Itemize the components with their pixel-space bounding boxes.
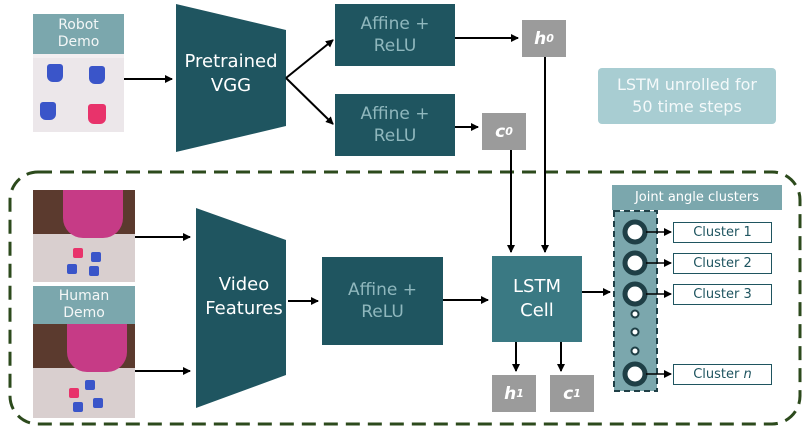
blue-cup bbox=[40, 102, 56, 120]
vgg-block bbox=[176, 4, 286, 152]
video-features-label: Video Features bbox=[205, 274, 283, 319]
arrow-vgg-to-affine-h bbox=[285, 39, 334, 79]
cluster-2-box: Cluster 2 bbox=[673, 253, 772, 274]
arrow-vgg-to-affine-c bbox=[285, 77, 334, 125]
cluster-ellipsis-dot bbox=[630, 346, 640, 356]
blue-cup bbox=[47, 64, 63, 82]
affine-relu-c: Affine +ReLU bbox=[335, 94, 455, 156]
cluster-node-n bbox=[622, 361, 648, 387]
vgg-label: Pretrained VGG bbox=[184, 51, 278, 96]
human-demo-label: Human Demo bbox=[33, 286, 135, 324]
human-demo-frame-2 bbox=[33, 324, 135, 418]
cluster-ellipsis-dot bbox=[630, 309, 640, 319]
cluster-ellipsis-dot bbox=[630, 327, 640, 337]
pink-cup bbox=[88, 104, 106, 124]
robot-demo-label: Robot Demo bbox=[33, 14, 124, 54]
cluster-3-box: Cluster 3 bbox=[673, 284, 772, 305]
human-demo-region bbox=[8, 170, 802, 426]
cluster-1-box: Cluster 1 bbox=[673, 222, 772, 243]
affine-relu-h: Affine +ReLU bbox=[335, 4, 455, 66]
human-demo-frame-1 bbox=[33, 190, 135, 282]
video-features-block bbox=[196, 208, 286, 408]
affine-relu-video: Affine +ReLU bbox=[322, 257, 443, 345]
blue-cup bbox=[89, 66, 105, 84]
joint-angle-clusters-title: Joint angle clusters bbox=[612, 185, 782, 210]
cluster-node-2 bbox=[622, 250, 648, 276]
cluster-n-box: Cluster n bbox=[673, 364, 772, 385]
cluster-node-3 bbox=[622, 281, 648, 307]
cluster-node-1 bbox=[622, 219, 648, 245]
